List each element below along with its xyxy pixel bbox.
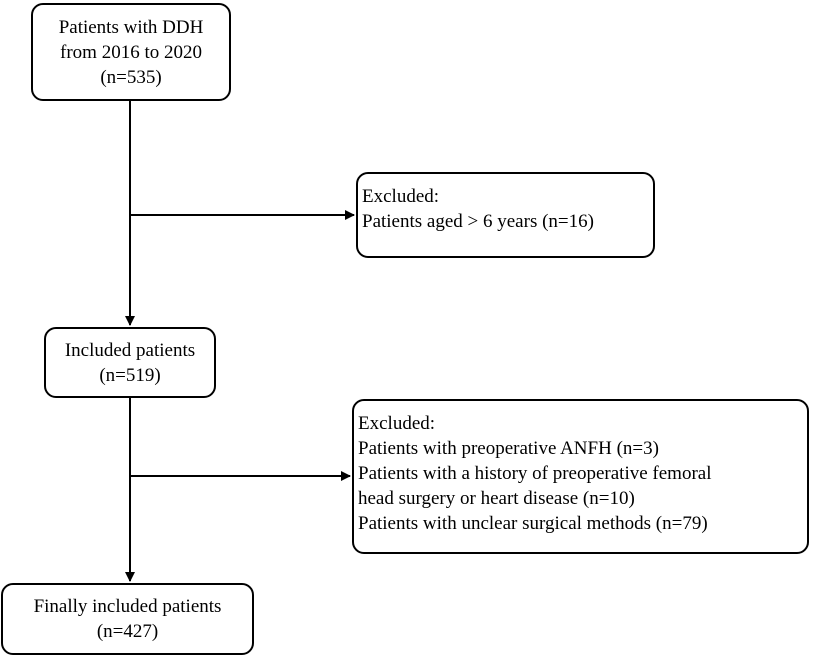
exclusion2-line-1: Excluded: — [358, 413, 436, 434]
exclusion-box-1: Excluded: Patients aged > 6 years (n=16) — [356, 172, 655, 258]
final-included-box: Finally included patients (n=427) — [1, 583, 254, 655]
exclusion2-line-5: Patients with unclear surgical methods (… — [358, 513, 708, 534]
start-line-3: (n=535) — [100, 66, 162, 88]
start-line-2: from 2016 to 2020 — [60, 41, 202, 63]
exclusion-box-2: Excluded: Patients with preoperative ANF… — [352, 399, 809, 554]
included-patients-box: Included patients (n=519) — [44, 327, 216, 398]
final-line-1: Finally included patients — [33, 596, 222, 617]
exclusion2-line-2: Patients with preoperative ANFH (n=3) — [358, 438, 659, 459]
final-line-2: (n=427) — [96, 621, 159, 642]
exclusion1-line-1: Excluded: — [362, 186, 440, 207]
start-patients-box: Patients with DDH from 2016 to 2020 (n=5… — [31, 3, 231, 101]
exclusion2-line-3: Patients with a history of preoperative … — [358, 463, 712, 484]
exclusion2-line-4: head surgery or heart disease (n=10) — [358, 488, 635, 509]
included-line-2: (n=519) — [99, 364, 161, 386]
included-line-1: Included patients — [64, 339, 196, 361]
exclusion1-line-2: Patients aged > 6 years (n=16) — [362, 211, 594, 232]
start-line-1: Patients with DDH — [58, 16, 204, 38]
